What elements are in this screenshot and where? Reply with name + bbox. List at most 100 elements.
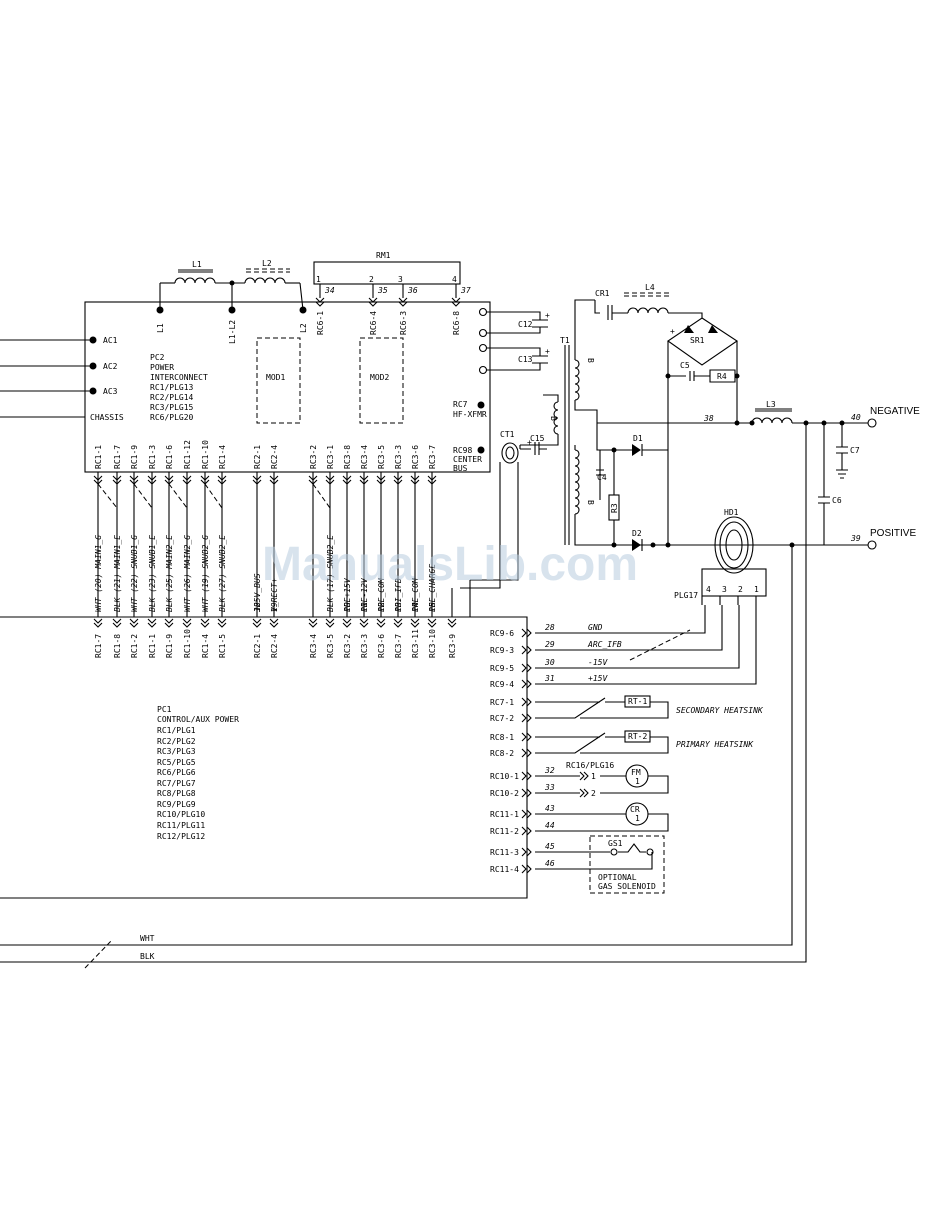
l1-tap-label: L1 (156, 323, 165, 333)
pc1-connector-pin: RC9-3 (490, 646, 514, 655)
connector-chevron (269, 475, 279, 485)
connector-chevron (376, 618, 386, 628)
wire-number: 14 (411, 602, 420, 612)
signal-name: GND (588, 623, 603, 632)
pc1-pin-label: RC3-11 (411, 629, 420, 658)
d2-label: D2 (632, 529, 642, 538)
plg17-label: PLG17 (674, 591, 698, 600)
connector-chevron (521, 679, 532, 689)
connector-chevron (410, 618, 420, 628)
pc1-pin-label: RC3-9 (448, 634, 457, 658)
plg17-wiring (535, 605, 757, 685)
pc2-pin-label: RC1-10 (201, 440, 210, 469)
pc1-pin-label: RC1-9 (165, 634, 174, 658)
connector-chevron (182, 475, 192, 485)
rm1-box (313, 261, 461, 285)
wire-number: 33 (544, 783, 555, 792)
positive-terminal-label: POSITIVE (870, 528, 916, 539)
l2-label: L2 (262, 259, 272, 268)
signal-label: BLK (25) MAIN2_E (165, 535, 174, 612)
pc1-pin-label: RC3-5 (326, 634, 335, 658)
svg-text:SR1: SR1 (690, 336, 705, 345)
pc2-pin-label: RC3-2 (309, 445, 318, 469)
wire-number: 32 (544, 766, 555, 775)
connector-chevron (447, 618, 457, 628)
svg-text:+: + (545, 347, 550, 356)
c12-label: C12 (518, 320, 533, 329)
pc2-pin-label: RC2-4 (270, 445, 279, 469)
pc1-pin-label: RC1-2 (130, 634, 139, 658)
chassis-label: CHASSIS (90, 413, 124, 422)
connector-chevron (147, 475, 157, 485)
connector-chevron (521, 809, 532, 819)
signal-name: -15V (588, 658, 608, 667)
connector-chevron (269, 618, 279, 628)
r3-label: R3 (610, 503, 619, 513)
connector-chevron (342, 618, 352, 628)
connector-chevron (521, 645, 532, 655)
signal-name: +15V (588, 674, 608, 683)
ac-input-lines (0, 336, 97, 418)
rc6-pin: RC6-8 (452, 311, 461, 335)
pc1-pin-label: RC1-7 (94, 634, 103, 658)
connector-chevron (252, 475, 262, 485)
svg-text:37: 37 (460, 286, 471, 295)
twisted-pair-mark (168, 483, 188, 509)
wire-number: 30 (544, 658, 555, 667)
output-section: T1 B B B SR1 + CR1 L4 C5 R4 (0, 283, 920, 969)
wire-number: 18 (253, 602, 262, 612)
svg-text:+: + (670, 327, 675, 336)
connector-chevron (521, 826, 532, 836)
pc2-pin-label: RC1-9 (130, 445, 139, 469)
pc1-pin-label: RC2-4 (270, 634, 279, 658)
connector-chevron (376, 475, 386, 485)
wire-number: 43 (545, 804, 555, 813)
pc1-pin-label: RC1-4 (201, 634, 210, 658)
hd1-sensor (668, 516, 877, 605)
blk-label: BLK (140, 952, 155, 961)
pc1-connector-pin: RC11-3 (490, 848, 519, 857)
connector-chevron (112, 618, 122, 628)
rt2-label: RT-2 (628, 732, 647, 741)
l1-label: L1 (192, 260, 202, 269)
connector-chevron (308, 618, 318, 628)
t1-label: T1 (560, 336, 570, 345)
pc2-pin-label: RC3-3 (394, 445, 403, 469)
connector-chevron (129, 618, 139, 628)
l1-l2-inductors (156, 268, 307, 314)
svg-text:+: + (545, 311, 550, 320)
svg-text:35: 35 (377, 286, 388, 295)
connector-chevron (112, 475, 122, 485)
connector-chevron (521, 864, 532, 874)
svg-text:+: + (527, 438, 532, 447)
pc1-connector-pin: RC10-1 (490, 772, 519, 781)
pc2-pin-label: RC1-12 (183, 440, 192, 469)
gs1-label: GS1 (608, 839, 623, 848)
fan-pin: 2 (591, 789, 596, 798)
twisted-pair-mark (204, 483, 223, 509)
t1-transformer (520, 299, 668, 546)
connector-chevron (217, 475, 227, 485)
connector-chevron (427, 618, 437, 628)
cr-number: 1 (635, 814, 640, 823)
wire-number: 10 (343, 602, 352, 612)
plg17-pin: 3 (722, 585, 727, 594)
pc1-connector-pin: RC7-2 (490, 714, 514, 723)
cr1-label: CR1 (595, 289, 610, 298)
connector-chevron (325, 475, 335, 485)
pc1-connector-pin: RC8-2 (490, 749, 514, 758)
wht-lead (0, 545, 793, 946)
signal-label: PRE_COM (377, 577, 386, 612)
pc1-pin-label: RC3-2 (343, 634, 352, 658)
connector-chevron (200, 618, 210, 628)
connector-chevron (521, 748, 532, 758)
signal-name: ARC_IFB (587, 640, 622, 649)
c5-label: C5 (680, 361, 690, 370)
twisted-pair-mark (312, 483, 331, 509)
connector-chevron (521, 697, 532, 707)
